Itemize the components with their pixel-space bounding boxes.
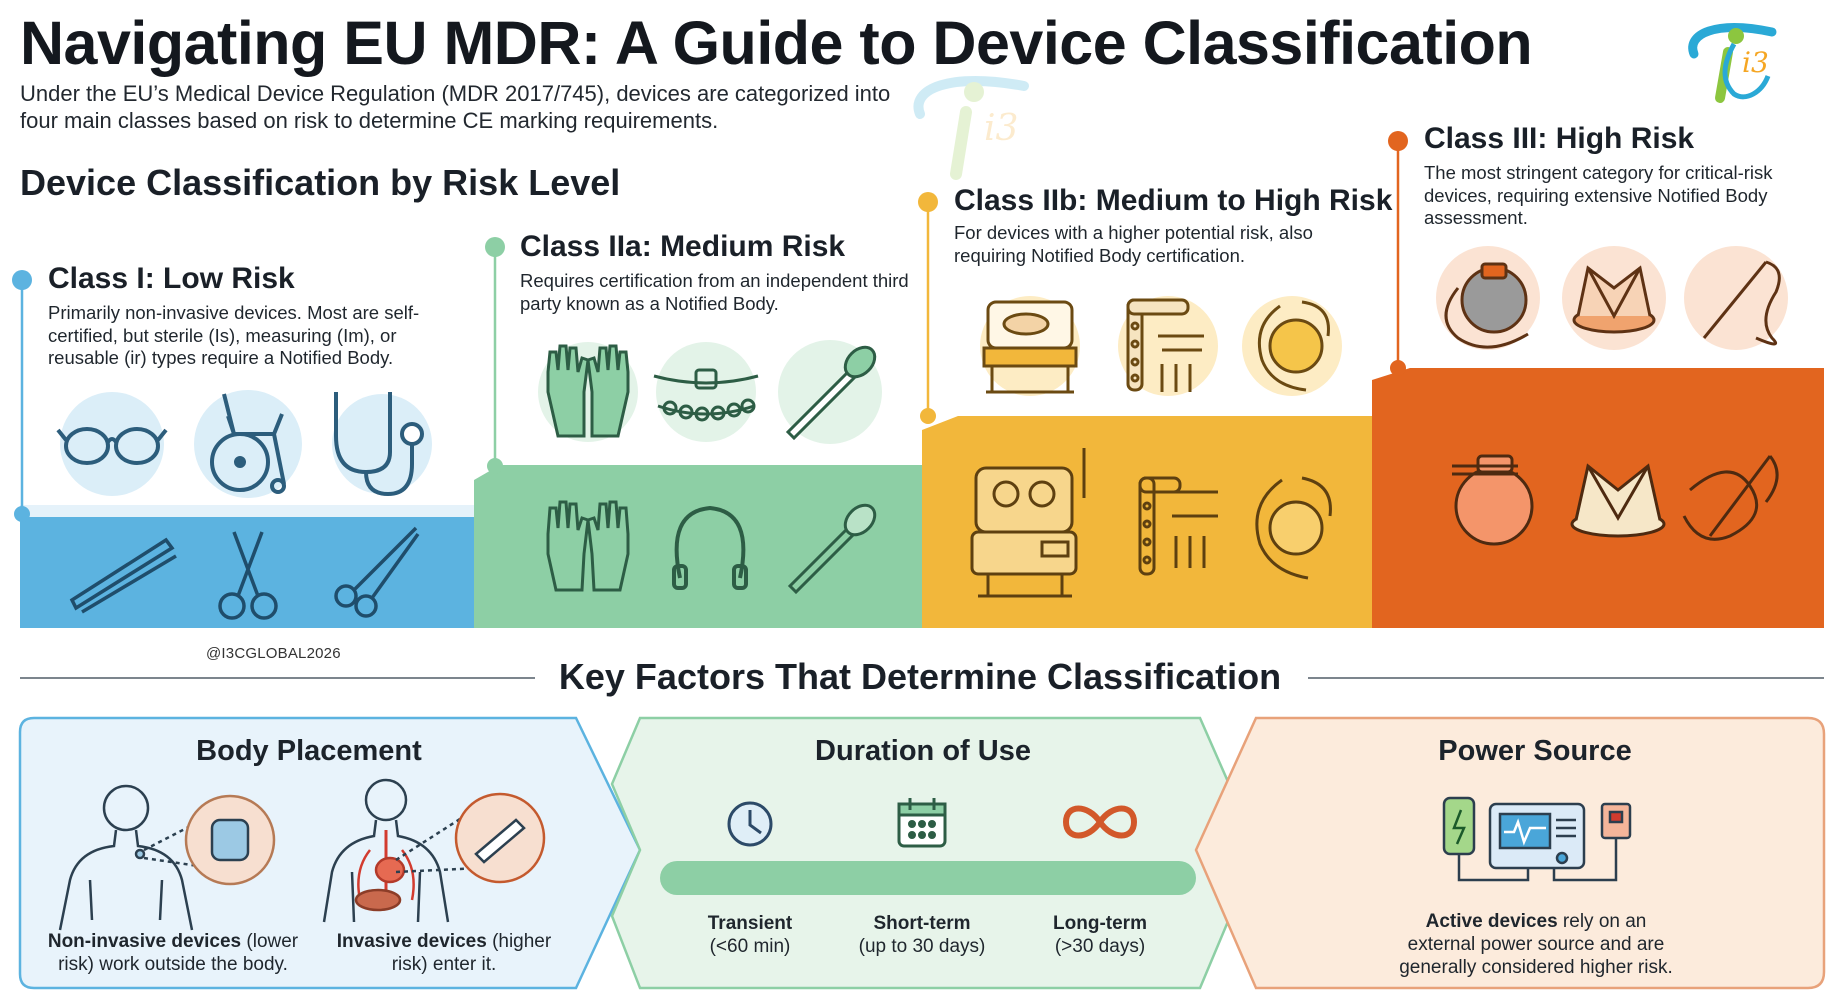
class-i-marker: [12, 270, 32, 522]
non-invasive-label: Non-invasive devices: [47, 931, 242, 952]
class-iib-card: Class IIb: Medium to High Risk For devic…: [954, 184, 1393, 267]
duration-panel: [610, 716, 1260, 990]
duration-long-term: Long-term (>30 days): [1032, 912, 1168, 958]
incubator-icon: [980, 296, 1080, 396]
non-invasive-detail: (lower risk) work outside the body.: [58, 931, 299, 975]
body-placement-panel: [18, 716, 642, 990]
watermark-logo-icon: i3: [913, 75, 1029, 180]
class-iia-desc: Requires certification from an independe…: [520, 270, 909, 314]
logo-icon: i3: [1688, 23, 1777, 103]
invasive-caption: Invasive devices (higher risk) enter it.: [336, 930, 552, 976]
class-iib-title: Class IIb: Medium to High Risk: [954, 184, 1393, 217]
gloves-icon: [538, 342, 638, 442]
headband-icon: [672, 505, 748, 590]
short-term-detail: (up to 30 days): [858, 936, 986, 957]
lens-outline-icon: [1255, 476, 1332, 580]
class-iia-block: [474, 465, 922, 628]
scissors-icon: [218, 531, 278, 620]
risk-staircase: [12, 131, 1824, 628]
svg-text:i3: i3: [984, 108, 1018, 149]
class-i-floor: [20, 505, 474, 517]
power-title: Power Source: [1438, 735, 1632, 767]
page-subtitle: Under the EU’s Medical Device Regulation…: [20, 81, 891, 133]
transient-label: Transient: [707, 913, 793, 934]
duration-bar: [660, 861, 1196, 895]
pacemaker-icon: [1436, 246, 1540, 350]
power-device-icon: [1442, 796, 1632, 882]
pacemaker-outline-icon: [1452, 454, 1534, 546]
duration-title: Duration of Use: [815, 735, 1031, 767]
lens-implant-icon: [1242, 296, 1342, 396]
class-iii-card: Class III: High Risk The most stringent …: [1424, 122, 1804, 230]
class-i-title: Class I: Low Risk: [48, 262, 295, 295]
divider-left: [20, 677, 535, 679]
suture-needle-icon: [1684, 246, 1788, 350]
class-i-desc: Primarily non-invasive devices. Most are…: [48, 302, 420, 368]
infinity-icon: [1062, 805, 1138, 839]
duration-transient: Transient (<60 min): [680, 912, 820, 958]
divider-right: [1308, 677, 1824, 679]
svg-text:i3: i3: [1742, 46, 1769, 79]
class-iii-title: Class III: High Risk: [1424, 122, 1695, 155]
class-iia-marker: [485, 237, 505, 474]
body-placement-title: Body Placement: [196, 735, 422, 767]
ultrasound-probe-icon: [778, 340, 882, 444]
heart-valve-icon: [1562, 246, 1666, 350]
class-i-card: Class I: Low Risk Primarily non-invasive…: [48, 262, 468, 370]
calendar-icon: [897, 798, 947, 848]
probe-outline-icon: [787, 503, 877, 595]
dental-braces-icon: [653, 342, 759, 442]
non-invasive-body-icon: [58, 784, 276, 931]
class-iii-desc: The most stringent category for critical…: [1424, 162, 1773, 228]
short-term-label: Short-term: [873, 913, 971, 934]
bone-plate-outline-icon: [1138, 476, 1218, 576]
copyright-text: @I3CGLOBAL2026: [206, 645, 341, 662]
tweezers-icon: [69, 537, 177, 614]
wheelchair-icon: [194, 390, 302, 498]
power-detail: rely on an external power source and are…: [1399, 911, 1673, 978]
long-term-detail: (>30 days): [1054, 936, 1146, 957]
power-caption: Active devices rely on an external power…: [1390, 910, 1682, 979]
power-label: Active devices: [1425, 911, 1558, 932]
class-iia-card: Class IIa: Medium Risk Requires certific…: [520, 230, 940, 315]
incubator-outline-icon: [970, 448, 1086, 598]
transient-detail: (<60 min): [709, 936, 791, 957]
invasive-body-icon: [322, 778, 546, 923]
invasive-label: Invasive devices: [336, 931, 487, 952]
clock-icon: [727, 801, 773, 847]
class-iia-title: Class IIa: Medium Risk: [520, 230, 846, 263]
long-term-label: Long-term: [1053, 913, 1147, 934]
key-factors-title: Key Factors That Determine Classificatio…: [558, 656, 1282, 697]
duration-short-term: Short-term (up to 30 days): [836, 912, 1008, 958]
invasive-detail: (higher risk) enter it.: [391, 931, 552, 975]
gloves-outline-icon: [546, 500, 630, 592]
page-title: Navigating EU MDR: A Guide to Device Cla…: [20, 9, 1533, 77]
class-iii-marker: [1388, 131, 1408, 376]
non-invasive-caption: Non-invasive devices (lower risk) work o…: [28, 930, 318, 976]
class-iib-desc: For devices with a higher potential risk…: [954, 222, 1313, 266]
stethoscope-icon: [332, 392, 432, 497]
valve-outline-icon: [1570, 463, 1666, 538]
class-iib-marker: [918, 192, 938, 424]
suture-outline-icon: [1682, 455, 1779, 541]
glasses-icon: [56, 392, 168, 496]
section-title: Device Classification by Risk Level: [20, 162, 621, 203]
bone-plate-screws-icon: [1118, 296, 1218, 396]
forceps-icon: [334, 526, 420, 618]
key-factors-panels: [18, 716, 1826, 990]
